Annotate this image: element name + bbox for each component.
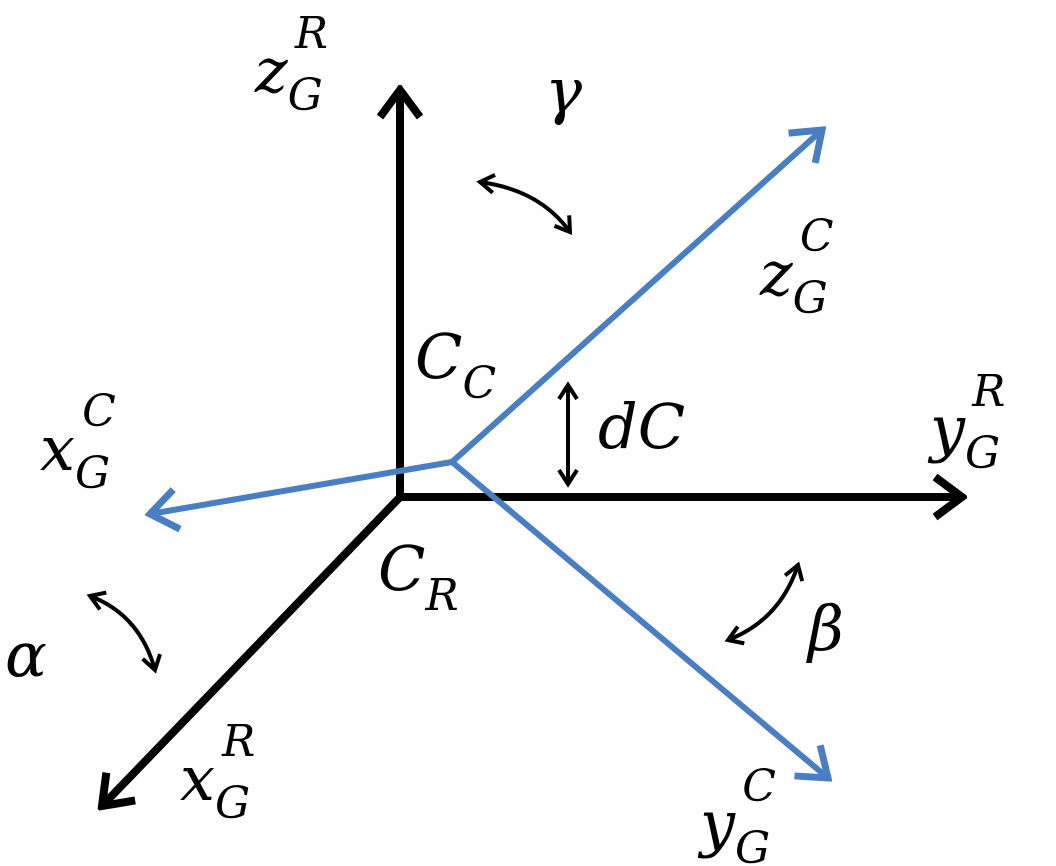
label-y-g-c: yGC [697,761,776,866]
label-y-g-r: yGR [927,366,1005,479]
label-dc: dC [598,390,685,463]
gamma-rotation-arrow-icon [476,173,573,236]
label-c-c: CC [415,320,496,409]
label-gamma: γ [545,54,583,127]
beta-rotation-arrow-icon [724,561,805,646]
y-axis-camera [450,459,828,778]
x-axis-camera [150,459,453,514]
label-alpha: α [5,618,47,691]
label-z-g-r: zGR [254,8,328,121]
label-z-g-c: zGC [759,211,834,324]
label-x-g-r: xGR [180,716,255,829]
label-beta: β [806,592,844,665]
label-c-r: CR [378,532,459,621]
z-axis-camera [449,130,822,465]
x-axis-reference [102,492,405,806]
label-x-g-c: xGC [40,386,116,499]
alpha-rotation-arrow-icon [86,590,162,674]
